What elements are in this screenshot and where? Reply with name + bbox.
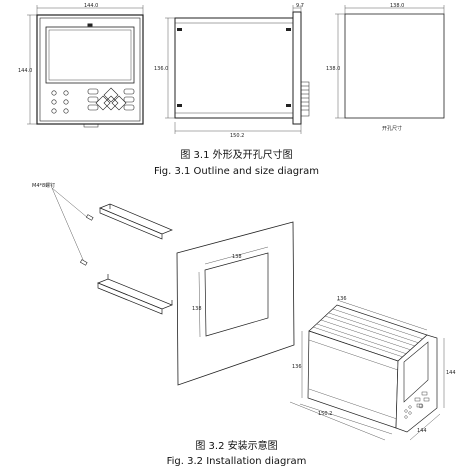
lower-bracket bbox=[97, 274, 173, 315]
cutout-width-label: 138.0 bbox=[390, 3, 404, 9]
fig31-caption-en: Fig. 3.1 Outline and size diagram bbox=[153, 166, 320, 177]
device-depth-label: 150.2 bbox=[318, 411, 332, 417]
rear-terminals bbox=[300, 81, 310, 117]
panel-hole bbox=[204, 252, 269, 337]
fig32-caption-en: Fig. 3.2 Installation diagram bbox=[166, 456, 307, 467]
screw-label: M4*8螺钉 bbox=[32, 182, 55, 189]
front-frame bbox=[36, 14, 144, 125]
side-body bbox=[174, 17, 294, 119]
leader-lines bbox=[51, 187, 89, 263]
screws bbox=[79, 214, 94, 266]
fig32-caption-cn: 图 3.2 安装示意图 bbox=[195, 441, 278, 452]
fig31-caption-cn: 图 3.1 外形及开孔尺寸图 bbox=[180, 150, 293, 161]
front-view bbox=[36, 14, 144, 128]
led-buttons bbox=[51, 90, 69, 114]
device-dimensions bbox=[289, 299, 445, 441]
front-dimensions bbox=[27, 5, 144, 125]
cutout-label: 开孔尺寸 bbox=[382, 125, 402, 132]
side-dimensions bbox=[165, 5, 302, 134]
front-inner-frame bbox=[39, 17, 141, 122]
device-isometric bbox=[307, 304, 438, 433]
panel-width-label: 138 bbox=[232, 254, 242, 260]
front-height-label: 144.0 bbox=[18, 68, 32, 74]
display-screen bbox=[45, 26, 135, 84]
panel-dimensions bbox=[198, 246, 269, 338]
bottom-clip bbox=[83, 123, 99, 128]
side-screws bbox=[177, 28, 291, 107]
top-fins bbox=[312, 308, 424, 358]
device-screen bbox=[403, 341, 429, 403]
device-keys bbox=[404, 391, 430, 419]
upper-bracket bbox=[99, 203, 173, 240]
side-fins bbox=[308, 339, 399, 420]
front-width-label: 144.0 bbox=[84, 3, 98, 9]
side-bezel bbox=[292, 11, 302, 125]
panel-cutout bbox=[344, 13, 445, 119]
device-bottom-label: 144 bbox=[417, 428, 427, 434]
device-left-label: 136 bbox=[292, 364, 302, 370]
mounting-panel bbox=[176, 221, 295, 386]
keypad bbox=[87, 87, 135, 111]
device-top-label: 136 bbox=[337, 296, 347, 302]
side-view bbox=[174, 11, 310, 125]
cutout-height-label: 138.0 bbox=[326, 66, 340, 72]
cutout-dimensions bbox=[335, 5, 445, 119]
side-height-label: 136.0 bbox=[154, 66, 168, 72]
side-bezel-label: 9.7 bbox=[296, 3, 304, 9]
display-screen-inner bbox=[48, 29, 132, 81]
side-depth-label: 150.2 bbox=[230, 133, 244, 139]
device-right-label: 144 bbox=[446, 370, 456, 376]
panel-height-label: 138 bbox=[192, 306, 202, 312]
top-indicator bbox=[87, 23, 93, 27]
